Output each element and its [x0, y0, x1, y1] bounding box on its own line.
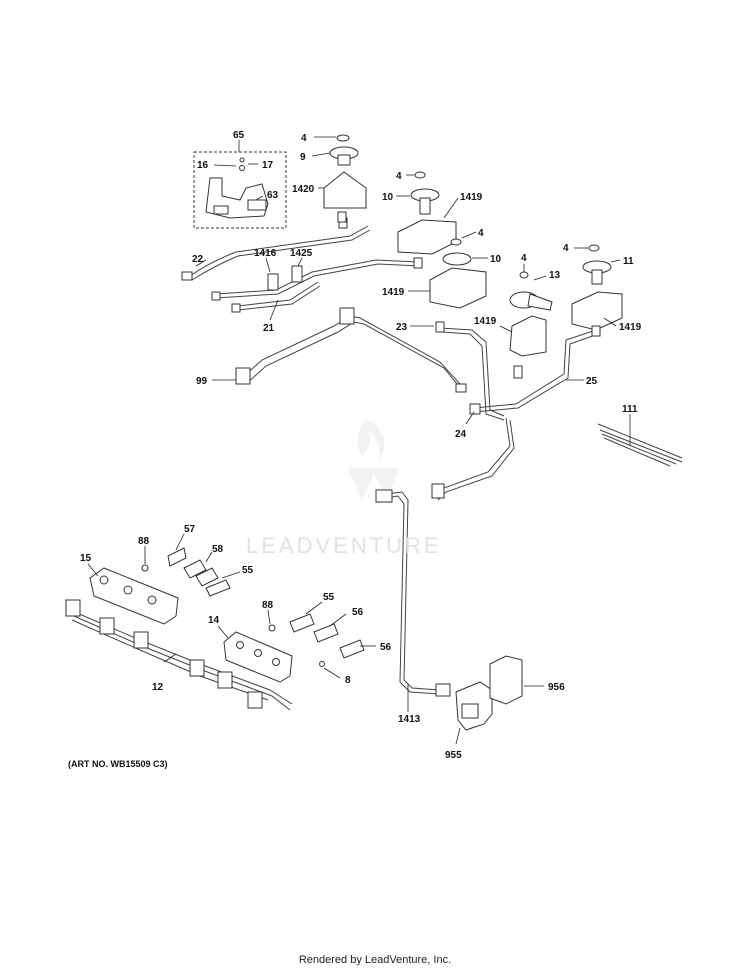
part-15-manifold — [87, 563, 179, 625]
callout-labels: 65 16 17 63 4 9 1420 4 10 1419 4 10 1419… — [80, 130, 642, 761]
callout-55: 55 — [242, 565, 254, 576]
part-955-regulator — [455, 681, 493, 745]
part-13-valve — [509, 264, 553, 311]
callout-63: 63 — [267, 190, 279, 201]
callout-24: 24 — [455, 429, 467, 440]
callout-1419: 1419 — [474, 316, 497, 327]
callout-111: 111 — [622, 404, 638, 415]
callout-1419: 1419 — [619, 322, 642, 333]
callout-1420: 1420 — [292, 184, 315, 195]
callout-14: 14 — [208, 615, 220, 626]
callout-10: 10 — [490, 254, 502, 265]
callout-15: 15 — [80, 553, 92, 564]
callout-956: 956 — [548, 682, 565, 693]
callout-4: 4 — [521, 253, 527, 264]
part-9-valve — [311, 134, 359, 166]
callout-1419: 1419 — [382, 287, 405, 298]
callout-4: 4 — [301, 133, 307, 144]
part-10-valve-middle — [442, 231, 488, 266]
watermark-brand-text: LEADVENTURE — [246, 533, 442, 558]
callout-1416: 1416 — [254, 248, 277, 259]
callout-88: 88 — [138, 536, 150, 547]
callout-955: 955 — [445, 750, 462, 761]
footer-credit: Rendered by LeadVenture, Inc. — [298, 954, 452, 966]
art-number: (ART NO. WB15509 C3) — [68, 759, 168, 769]
part-12-wire-harness — [65, 599, 293, 711]
part-1419-bracket-middle — [408, 267, 487, 309]
part-65-group — [193, 140, 287, 229]
part-1420-bracket — [318, 171, 367, 229]
callout-99: 99 — [196, 376, 208, 387]
callout-65: 65 — [233, 130, 245, 141]
gas-tubing — [181, 211, 601, 697]
callout-58: 58 — [212, 544, 224, 555]
callout-1419: 1419 — [460, 192, 483, 203]
callout-9: 9 — [300, 152, 306, 163]
part-1419-bracket-right — [571, 291, 623, 331]
callout-17: 17 — [262, 160, 274, 171]
part-14-manifold — [217, 625, 293, 683]
callout-13: 13 — [549, 270, 561, 281]
callout-11: 11 — [623, 256, 634, 267]
part-10-valve-upper — [396, 171, 440, 215]
callout-56: 56 — [352, 607, 364, 618]
callout-55: 55 — [323, 592, 335, 603]
callout-1413: 1413 — [398, 714, 421, 725]
callout-1425: 1425 — [290, 248, 313, 259]
callout-10: 10 — [382, 192, 394, 203]
part-111-wire-ties — [597, 414, 683, 467]
callout-4: 4 — [396, 171, 402, 182]
callout-57: 57 — [184, 524, 196, 535]
callout-4: 4 — [563, 243, 569, 254]
watermark-logo — [348, 420, 400, 500]
part-11-valve — [574, 244, 621, 285]
callout-16: 16 — [197, 160, 209, 171]
burner-valves — [141, 533, 376, 679]
callout-56: 56 — [380, 642, 392, 653]
callout-12: 12 — [152, 682, 164, 693]
callout-22: 22 — [192, 254, 204, 265]
callout-4: 4 — [478, 228, 484, 239]
part-1419-bracket-lower — [499, 315, 547, 357]
callout-25: 25 — [586, 376, 598, 387]
callout-88: 88 — [262, 600, 274, 611]
part-956-bracket — [489, 655, 544, 705]
callout-21: 21 — [263, 323, 275, 334]
callout-23: 23 — [396, 322, 408, 333]
callout-8: 8 — [345, 675, 351, 686]
